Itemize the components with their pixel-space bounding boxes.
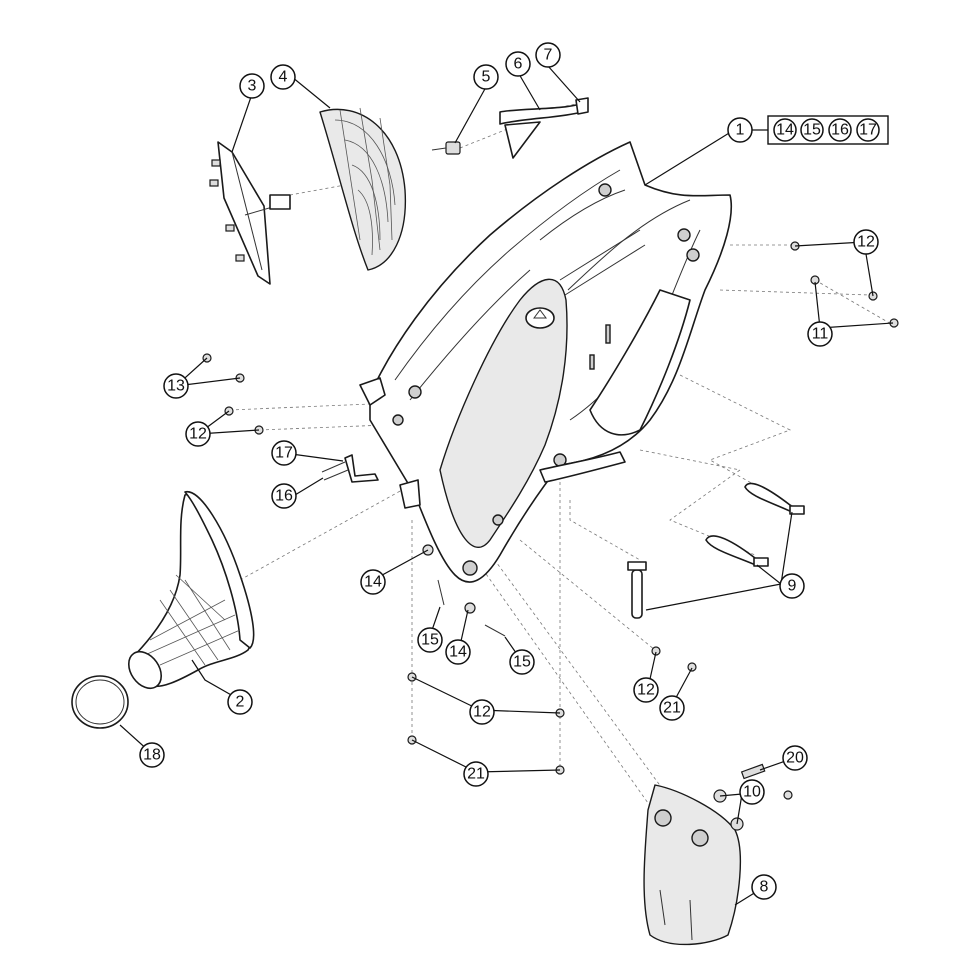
callout-8: 8 (751, 874, 777, 900)
mud-flap (643, 784, 742, 946)
callout-9-label: 9 (788, 578, 797, 595)
callout-7: 7 (535, 42, 561, 68)
kit-item-17: 17 (859, 122, 877, 139)
callout-12-left: 12 (185, 421, 211, 447)
callout-1-label: 1 (736, 122, 745, 139)
callout-13-label: 13 (167, 378, 185, 395)
callout-15-label: 15 (513, 654, 531, 671)
air-filter-support-plate (209, 141, 291, 285)
assembly-guide-lines (229, 102, 894, 841)
callout-17-label: 17 (275, 445, 293, 462)
callout-13: 13 (163, 373, 189, 399)
callout-18: 18 (139, 742, 165, 768)
callout-6: 6 (505, 51, 531, 77)
callout-12-bottom: 12 (469, 699, 495, 725)
callout-8-label: 8 (760, 879, 769, 896)
callout-12-bottom-right: 12 (633, 677, 659, 703)
callout-10-label: 10 (743, 784, 761, 801)
callout-3-label: 3 (248, 78, 257, 95)
callout-5-label: 5 (482, 69, 491, 86)
air-box-housing (359, 141, 733, 583)
callout-2: 2 (227, 689, 253, 715)
callout-20: 20 (782, 745, 808, 771)
callout-11: 11 (807, 321, 833, 347)
callout-15-right: 15 (509, 649, 535, 675)
callout-10: 10 (739, 779, 765, 805)
callout-21-label: 21 (467, 766, 485, 783)
callout-16-label: 16 (275, 488, 293, 505)
rubber-straps (627, 482, 805, 619)
callout-4: 4 (270, 64, 296, 90)
callout-14-label: 14 (364, 574, 382, 591)
callout-9: 9 (779, 573, 805, 599)
callout-12-label: 12 (637, 682, 655, 699)
callout-15-left: 15 (417, 627, 443, 653)
part-callouts: 1 2 3 4 5 6 7 8 9 10 11 12 12 12 12 13 1… (139, 42, 879, 900)
callout-12-label: 12 (189, 426, 207, 443)
callout-7-label: 7 (544, 47, 553, 64)
callout-21-right: 21 (659, 695, 685, 721)
callout-14-center: 14 (445, 639, 471, 665)
retaining-clip (321, 454, 379, 483)
kit-contents-box: 14 15 16 17 (767, 115, 889, 145)
callout-12-top-right: 12 (853, 229, 879, 255)
kit-item-16: 16 (831, 122, 849, 139)
callout-21-bottom: 21 (463, 761, 489, 787)
hose-clamp (71, 675, 129, 729)
callout-15-label: 15 (421, 632, 439, 649)
callout-14-label: 14 (449, 644, 467, 661)
callout-14-left: 14 (360, 569, 386, 595)
callout-1: 1 (727, 117, 753, 143)
intake-boot (127, 491, 255, 690)
kit-item-14: 14 (776, 122, 794, 139)
callout-4-label: 4 (279, 69, 288, 86)
callout-21-label: 21 (663, 700, 681, 717)
callout-6-label: 6 (514, 56, 523, 73)
filter-fastener-assembly (431, 97, 589, 159)
callout-3: 3 (239, 73, 265, 99)
callout-5: 5 (473, 64, 499, 90)
callout-16: 16 (271, 483, 297, 509)
callout-12-label: 12 (857, 234, 875, 251)
callout-17: 17 (271, 440, 297, 466)
callout-11-label: 11 (812, 326, 829, 343)
callout-2-label: 2 (236, 694, 245, 711)
callout-12-label: 12 (473, 704, 491, 721)
air-filter-element (319, 107, 407, 271)
callout-18-label: 18 (143, 747, 161, 764)
callout-20-label: 20 (786, 750, 804, 767)
kit-item-15: 15 (803, 122, 821, 139)
